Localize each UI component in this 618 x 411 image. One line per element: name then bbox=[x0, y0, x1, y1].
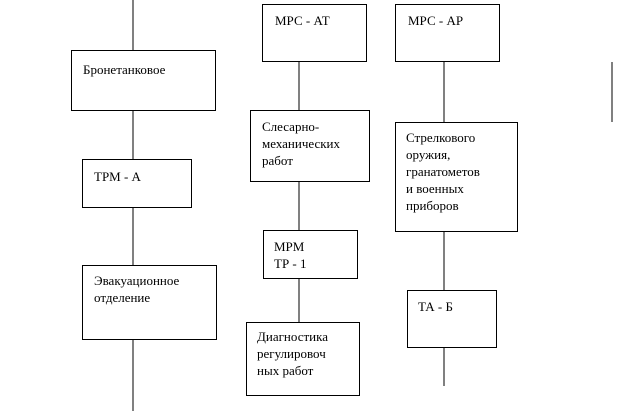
unit-box-mrs-at: МРС - АТ bbox=[262, 4, 367, 62]
unit-box-ta-b: ТА - Б bbox=[407, 290, 497, 348]
unit-box-strelkovogo-oruzhiya: Стрелкового оружия, гранатометов и военн… bbox=[395, 122, 518, 232]
unit-box-bronetankovoe: Бронетанковое bbox=[71, 50, 216, 111]
unit-box-trm-a: ТРМ - А bbox=[82, 159, 192, 208]
unit-box-mrs-ar: МРС - АР bbox=[395, 4, 500, 62]
unit-box-diagnostika: Диагностика регулировоч ных работ bbox=[246, 322, 360, 396]
unit-box-mrm-tr1: МРМ ТР - 1 bbox=[263, 230, 358, 279]
unit-box-slesarno-mekhanicheskikh: Слесарно- механических работ bbox=[250, 110, 370, 182]
unit-box-evakuatsionnoe: Эвакуационное отделение bbox=[82, 265, 217, 340]
